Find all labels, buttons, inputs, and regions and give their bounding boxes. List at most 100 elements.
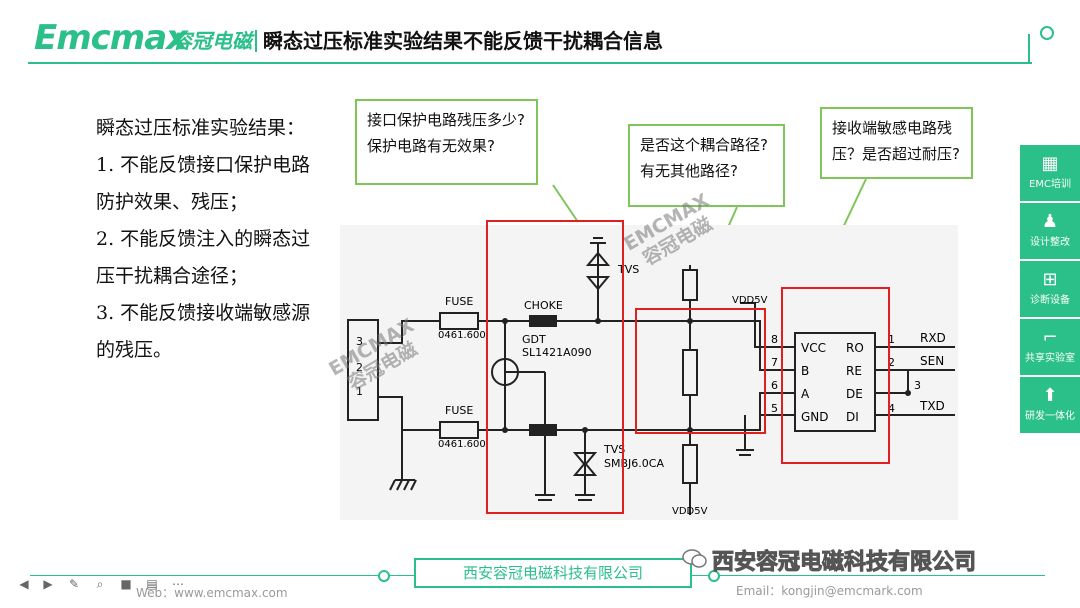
nav-shared-lab[interactable]: ⌐ 共享实验室 — [1020, 319, 1080, 375]
fuse-bottom-part: 0461.600 — [438, 439, 486, 450]
next-icon[interactable]: ▶ — [43, 577, 53, 591]
choke-top — [529, 315, 557, 327]
pen-icon[interactable]: ✎ — [68, 577, 80, 591]
connector-pin: 1 — [356, 385, 363, 398]
highlight-coupling-path — [635, 308, 766, 434]
schematic-drawing — [347, 237, 955, 515]
circuit-schematic: FUSE 0461.600 FUSE 0461.600 CHOKE GDT SL… — [325, 189, 958, 520]
highlight-protection-circuit — [486, 220, 624, 514]
highlight-receiver-ic — [781, 287, 890, 464]
connector-pin: 2 — [356, 361, 363, 374]
body-line: 防护效果、残压； — [96, 191, 249, 213]
transceiver-ic — [794, 332, 876, 432]
design-rectify-icon: ♟ — [1041, 211, 1059, 232]
nav-label: 设计整改 — [1030, 237, 1070, 248]
resistor-termination — [682, 349, 698, 396]
footer-dot-ornament — [708, 570, 720, 582]
zoom-icon[interactable]: ⌕ — [96, 577, 104, 591]
ic-pin-num: 2 — [888, 356, 895, 369]
connector-pin: 3 — [356, 335, 363, 348]
body-line: 的残压。 — [96, 339, 173, 361]
ic-pin-num: 7 — [771, 356, 778, 369]
vdd-top-label: VDD5V — [732, 295, 768, 306]
body-line: 瞬态过压标准实验结果： — [96, 117, 306, 139]
callout-protection-residual: 接口保护电路残压多少? 保护电路有无效果? — [355, 99, 538, 185]
callout-line: 接口保护电路残压多少? — [367, 111, 525, 129]
resistor-pullup — [682, 269, 698, 301]
nav-label: 诊断设备 — [1030, 295, 1070, 306]
emc-training-icon: ▦ — [1041, 153, 1059, 174]
wechat-account-name: 西安容冠电磁科技有限公司 — [711, 550, 977, 576]
diagnosis-icon: ⊞ — [1042, 269, 1058, 290]
ic-pin-num: 1 — [888, 333, 895, 346]
callout-line: 有无其他路径? — [640, 162, 738, 180]
header-dot-ornament — [1040, 26, 1054, 40]
nav-rd-integration[interactable]: ⬆ 研发一体化 — [1020, 377, 1080, 433]
ic-pin-num: 5 — [771, 402, 778, 415]
body-line: 1. 不能反馈接口保护电路 — [96, 154, 311, 176]
callout-line: 保护电路有无效果? — [367, 137, 495, 155]
previous-icon[interactable]: ◀ — [19, 577, 29, 591]
footer-dot-ornament — [378, 570, 390, 582]
body-line: 2. 不能反馈注入的瞬态过 — [96, 228, 311, 250]
ic-pin-label: B — [801, 364, 810, 378]
net-label: SEN — [920, 354, 945, 368]
gdt-label: GDT — [522, 333, 546, 346]
callout-coupling-path: 是否这个耦合路径? 有无其他路径? — [628, 124, 785, 207]
ic-pin-label: RO — [846, 341, 864, 355]
tvs-bottom-part: SMBJ6.0CA — [604, 457, 664, 470]
ic-pin-num: 8 — [771, 333, 778, 346]
body-line: 3. 不能反馈接收端敏感源 — [96, 302, 311, 324]
nav-emc-training[interactable]: ▦ EMC培训 — [1020, 145, 1080, 201]
callout-line: 接收端敏感电路残 — [832, 119, 953, 137]
rd-integration-icon: ⬆ — [1042, 385, 1058, 406]
nav-diagnosis[interactable]: ⊞ 诊断设备 — [1020, 261, 1080, 317]
more-icon[interactable]: ⋯ — [172, 577, 184, 591]
page-title: 瞬态过压标准实验结果不能反馈干扰耦合信息 — [263, 29, 663, 53]
choke-label: CHOKE — [524, 299, 563, 312]
fuse-bottom — [439, 421, 479, 439]
ic-pin-label: A — [801, 387, 810, 401]
right-nav: ▦ EMC培训 ♟ 设计整改 ⊞ 诊断设备 ⌐ 共享实验室 ⬆ 研发一体化 — [1020, 145, 1080, 435]
nav-label: 研发一体化 — [1025, 411, 1075, 422]
ic-pin-num: 3 — [914, 379, 921, 392]
callout-line: 是否这个耦合路径? — [640, 136, 768, 154]
fuse-bottom-label: FUSE — [445, 404, 474, 417]
tvs-bottom-label: TVS — [604, 443, 626, 456]
ic-pin-label: VCC — [801, 341, 826, 355]
choke-bottom — [529, 424, 557, 436]
caption-icon[interactable]: ▤ — [146, 577, 158, 591]
brand-logo: Emcmax — [34, 18, 188, 58]
ic-pin-num: 4 — [888, 402, 895, 415]
callout-receiver-residual: 接收端敏感电路残 压？是否超过耐压? — [820, 107, 973, 179]
nav-design-rectify[interactable]: ♟ 设计整改 — [1020, 203, 1080, 259]
ic-pin-num: 6 — [771, 379, 778, 392]
brand-logo-cn: 容冠电磁 — [172, 29, 252, 53]
fuse-top-part: 0461.600 — [438, 330, 486, 341]
footer-company: 西安容冠电磁科技有限公司 — [414, 558, 692, 588]
fuse-top-label: FUSE — [445, 295, 474, 308]
ic-pin-label: DI — [846, 410, 859, 424]
ic-pin-label: GND — [801, 410, 829, 424]
gdt-part: SL1421A090 — [522, 346, 592, 359]
body-text: 瞬态过压标准实验结果： 1. 不能反馈接口保护电路 防护效果、残压； 2. 不能… — [96, 110, 331, 369]
footer-web: Web：www.emcmax.com — [136, 586, 288, 600]
vdd-bottom-label: VDD5V — [672, 506, 708, 517]
wechat-icon — [682, 549, 707, 568]
header-connector-line — [1028, 34, 1030, 64]
footer-email: Email：kongjin@emcmark.com — [736, 584, 923, 598]
nav-label: EMC培训 — [1029, 179, 1071, 190]
title-separator — [255, 30, 257, 52]
ic-pin-label: RE — [846, 364, 862, 378]
shared-lab-icon: ⌐ — [1042, 327, 1058, 348]
fuse-top — [439, 312, 479, 330]
video-icon[interactable]: ■ — [120, 577, 132, 591]
net-label: RXD — [920, 331, 946, 345]
body-line: 压干扰耦合途径； — [96, 265, 249, 287]
resistor-pulldown — [682, 444, 698, 484]
connector-body — [347, 319, 379, 421]
pointer-line — [552, 184, 579, 223]
net-label: TXD — [920, 399, 945, 413]
ic-pin-label: DE — [846, 387, 863, 401]
